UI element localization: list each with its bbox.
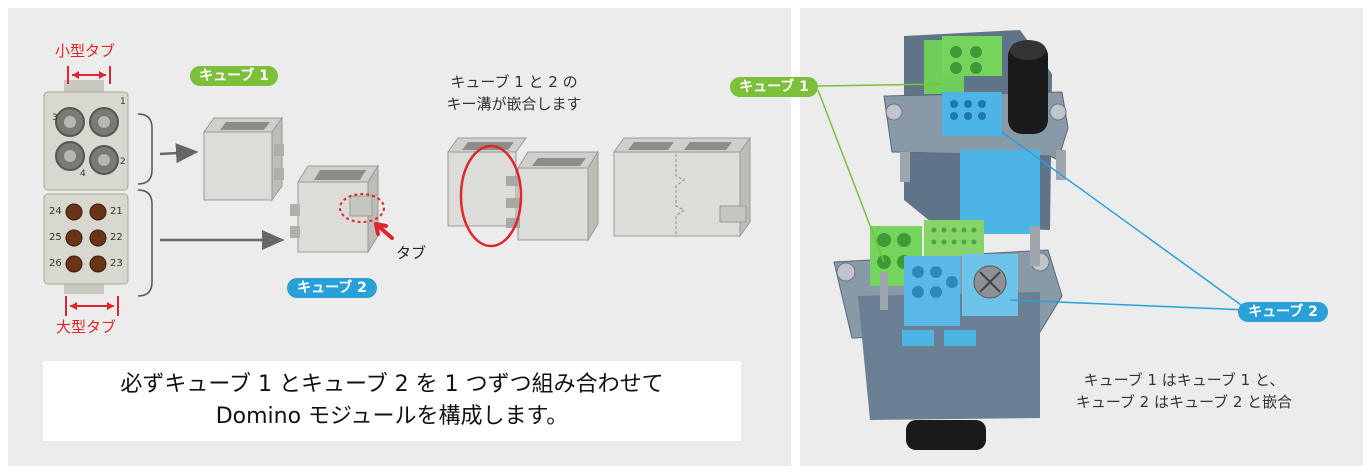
upper-bracket	[137, 113, 153, 185]
tab-red-arrow	[374, 222, 394, 240]
arrow-to-cube1	[159, 143, 199, 164]
instruction-line1: 必ずキューブ 1 とキューブ 2 を 1 つずつ組み合わせて	[120, 372, 664, 397]
upper-connector-housing	[883, 30, 1069, 234]
mate-note: キューブ 1 はキューブ 1 と、 キューブ 2 はキューブ 2 と嵌合	[1064, 370, 1304, 414]
lower-bracket	[137, 189, 153, 297]
cube2-badge-left: キューブ 2	[287, 278, 377, 298]
joined-block-illustration	[613, 136, 751, 238]
insert-number-22: 22	[110, 232, 123, 243]
connector-insert	[43, 80, 129, 294]
small-tab-dimension	[67, 66, 111, 84]
cube2-illustration	[290, 164, 394, 254]
instruction-line2: Domino モジュールを構成します。	[215, 403, 569, 429]
insert-number-25: 25	[49, 232, 62, 243]
tab-highlight	[339, 193, 385, 223]
small-tab-label: 小型タブ	[55, 42, 116, 60]
insert-number-21: 21	[110, 206, 123, 217]
insert-number-24: 24	[49, 206, 62, 217]
large-tab-dimension	[65, 296, 119, 316]
cube1-badge-right: キューブ 1	[730, 77, 818, 97]
insert-number-26: 26	[49, 258, 62, 269]
insert-number-2: 2	[120, 157, 126, 167]
insert-number-23: 23	[110, 258, 123, 269]
cube1-illustration	[203, 116, 284, 202]
keyway-note-line2: キー溝が嵌合します	[446, 94, 582, 113]
large-tab-label: 大型タブ	[56, 318, 117, 336]
tab-label: タブ	[396, 244, 427, 262]
keyway-highlight	[459, 144, 523, 248]
keyway-note: キューブ 1 と 2 の キー溝が嵌合します	[414, 72, 614, 116]
insert-number-3: 3	[52, 113, 58, 123]
mated-cubes-illustration	[447, 137, 599, 248]
instruction-box: 必ずキューブ 1 とキューブ 2 を 1 つずつ組み合わせて Domino モジ…	[43, 361, 741, 441]
cube1-leader-lines	[817, 83, 943, 263]
mate-note-line2: キューブ 2 はキューブ 2 と嵌合	[1075, 392, 1293, 411]
cube1-badge-left: キューブ 1	[190, 66, 278, 86]
insert-number-4: 4	[80, 169, 86, 179]
keyway-note-line1: キューブ 1 と 2 の	[450, 73, 578, 91]
mate-note-line1: キューブ 1 はキューブ 1 と、	[1083, 371, 1285, 389]
cube2-leader-lines	[1001, 131, 1249, 311]
cube2-badge-right: キューブ 2	[1238, 302, 1328, 322]
insert-number-1: 1	[120, 97, 126, 107]
